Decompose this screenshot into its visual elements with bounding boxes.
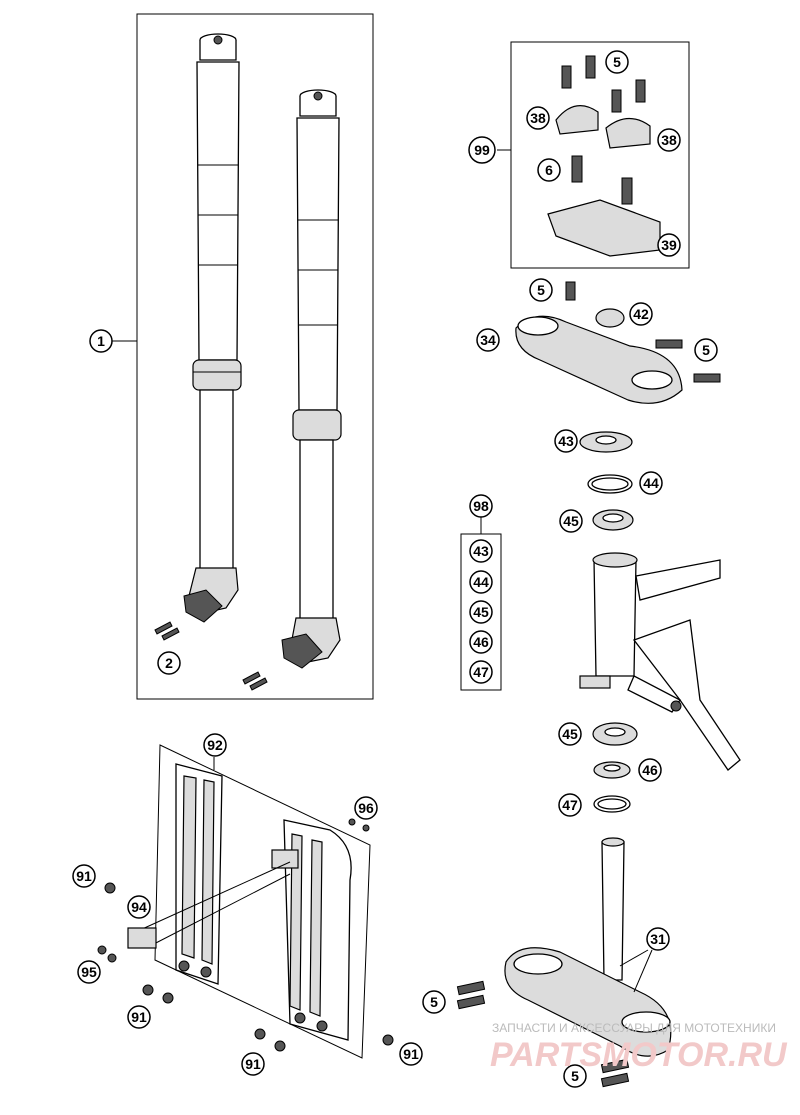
- watermark-brand: PARTSMOTOR.RU: [490, 1036, 788, 1074]
- callout-99: 99: [468, 136, 496, 164]
- callout-5e: 5: [563, 1064, 587, 1088]
- kit-item-47: 47: [469, 660, 493, 684]
- svg-text:91: 91: [131, 1009, 147, 1025]
- svg-text:39: 39: [661, 237, 677, 253]
- svg-text:91: 91: [403, 1046, 419, 1062]
- callout-6: 6: [537, 158, 561, 182]
- leader-31a: [619, 949, 649, 967]
- clip-rod-1: [139, 861, 291, 931]
- svg-text:98: 98: [473, 498, 489, 514]
- callout-5d: 5: [422, 990, 446, 1014]
- svg-text:45: 45: [563, 513, 579, 529]
- fork-leg-right: [281, 89, 342, 669]
- callout-91c: 91: [241, 1052, 265, 1076]
- svg-text:38: 38: [661, 132, 677, 148]
- brake-line-clip: [127, 927, 157, 949]
- svg-text:46: 46: [642, 762, 658, 778]
- fork-guard-right: [271, 819, 352, 1041]
- svg-text:96: 96: [358, 800, 374, 816]
- callout-34: 34: [476, 328, 500, 352]
- steering-bearing-upper: [579, 431, 634, 531]
- screws-2: [154, 621, 268, 691]
- clamp-parts: [547, 55, 661, 257]
- callout-91d: 91: [399, 1042, 423, 1066]
- svg-text:92: 92: [207, 737, 223, 753]
- callout-45a: 45: [559, 509, 583, 533]
- callout-47: 47: [558, 793, 582, 817]
- svg-text:34: 34: [480, 332, 496, 348]
- svg-text:1: 1: [97, 333, 105, 349]
- svg-text:46: 46: [473, 634, 489, 650]
- callout-5c: 5: [694, 338, 718, 362]
- svg-text:45: 45: [562, 726, 578, 742]
- svg-text:45: 45: [473, 604, 489, 620]
- svg-text:94: 94: [131, 899, 147, 915]
- svg-text:99: 99: [474, 142, 490, 158]
- svg-text:5: 5: [613, 54, 621, 70]
- callout-92: 92: [203, 733, 227, 757]
- svg-text:44: 44: [473, 574, 489, 590]
- kit-item-43: 43: [469, 539, 493, 563]
- lower-triple-clamp: [456, 837, 672, 1088]
- svg-text:91: 91: [76, 868, 92, 884]
- leader-31b: [633, 949, 653, 993]
- callout-91a: 91: [72, 864, 96, 888]
- callout-98: 98: [469, 494, 493, 518]
- svg-text:38: 38: [530, 110, 546, 126]
- callout-44: 44: [639, 471, 663, 495]
- watermark-tagline: ЗАПЧАСТИ И АКСЕССУАРЫ ДЛЯ МОТОТЕХНИКИ: [492, 1021, 776, 1035]
- callout-38a: 38: [526, 106, 550, 130]
- small-bolts: [97, 818, 394, 1052]
- fork-leg-left: [183, 33, 242, 623]
- svg-text:47: 47: [473, 664, 489, 680]
- svg-text:6: 6: [545, 162, 553, 178]
- kit-item-44: 44: [469, 570, 493, 594]
- kit-item-46: 46: [469, 630, 493, 654]
- callout-45b: 45: [558, 722, 582, 746]
- svg-text:42: 42: [633, 306, 649, 322]
- fork-guard-frame: [154, 744, 371, 1059]
- clamp-kit-frame: [510, 41, 690, 269]
- svg-text:44: 44: [643, 475, 659, 491]
- svg-text:43: 43: [558, 433, 574, 449]
- svg-text:5: 5: [537, 282, 545, 298]
- callout-31: 31: [646, 927, 670, 951]
- callout-95: 95: [77, 960, 101, 984]
- svg-text:5: 5: [571, 1068, 579, 1084]
- callout-2: 2: [157, 651, 181, 675]
- svg-text:91: 91: [245, 1056, 261, 1072]
- callout-1: 1: [89, 329, 113, 353]
- fork-guard-left: [175, 763, 223, 985]
- upper-triple-clamp: [515, 281, 721, 404]
- svg-text:5: 5: [702, 342, 710, 358]
- kit-item-45: 45: [469, 600, 493, 624]
- callout-46: 46: [638, 758, 662, 782]
- callout-91b: 91: [127, 1005, 151, 1029]
- svg-text:31: 31: [650, 931, 666, 947]
- callout-5b: 5: [529, 278, 553, 302]
- callout-43: 43: [554, 429, 578, 453]
- callout-39: 39: [657, 233, 681, 257]
- svg-text:95: 95: [81, 964, 97, 980]
- steering-bearing-lower: [592, 722, 638, 813]
- svg-text:2: 2: [165, 655, 173, 671]
- fork-group-frame: [136, 13, 374, 700]
- clip-rod-2: [149, 873, 291, 947]
- callout-96: 96: [354, 796, 378, 820]
- frame-head-tube: [579, 552, 741, 771]
- callout-42: 42: [629, 302, 653, 326]
- callout-5a: 5: [605, 50, 629, 74]
- svg-text:43: 43: [473, 543, 489, 559]
- callout-94: 94: [127, 895, 151, 919]
- svg-text:47: 47: [562, 797, 578, 813]
- callout-38b: 38: [657, 128, 681, 152]
- svg-text:5: 5: [430, 994, 438, 1010]
